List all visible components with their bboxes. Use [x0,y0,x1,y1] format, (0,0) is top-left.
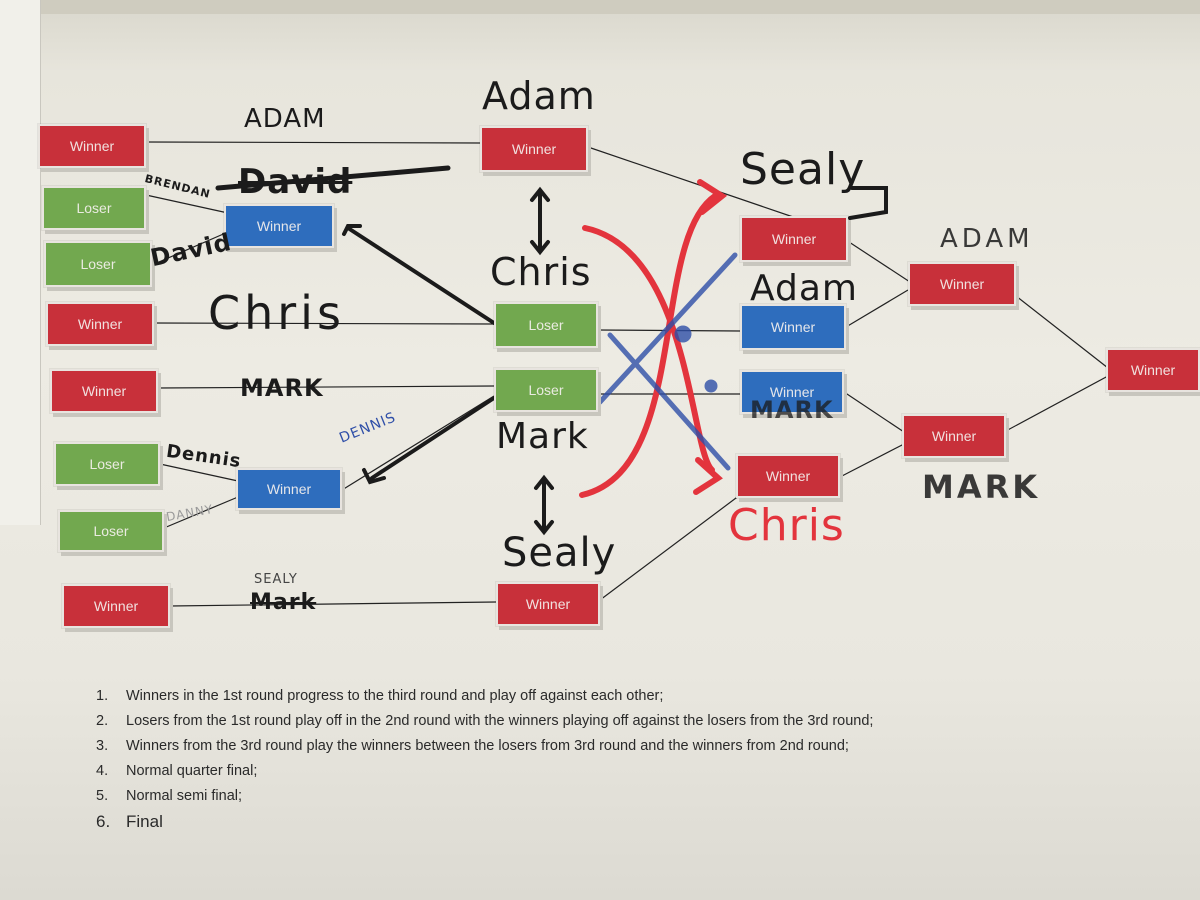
r4-winner-4: Winner [736,454,840,498]
hw-mark: MARK [240,374,324,402]
r1-winner-2: Winner [46,302,154,346]
hw-sealy-r3: Sealy [502,530,617,576]
r3-loser-1: Loser [494,302,598,348]
sf-winner-2: Winner [902,414,1006,458]
r2-winner-2: Winner [236,468,342,510]
paper-edge-behind [0,0,41,525]
printed-connectors [145,141,1109,607]
hw-r1-top: ADAM [244,104,326,134]
hw-mark-sf: MARK [922,468,1041,506]
r4-winner-2: Winner [740,304,846,350]
rule-item: 3.Winners from the 3rd round play the wi… [96,738,849,754]
hw-chris: Chris [208,286,345,340]
hw-chris-r3: Chris [490,250,592,294]
r2-winner-1: Winner [224,204,334,248]
r4-winner-3: Winner [740,370,844,414]
r1-loser-3: Loser [54,442,160,486]
rule-item: 4.Normal quarter final; [96,763,258,779]
blue-cross-marks [597,252,738,471]
final-winner: Winner [1106,348,1200,392]
r4-winner-1: Winner [740,216,848,262]
r1-winner-4: Winner [62,584,170,628]
rule-item: 2.Losers from the 1st round play off in … [96,713,874,729]
hw-adam: Adam [482,74,596,118]
hw-struck-name: Mark [250,590,317,615]
r3-winner-2: Winner [496,582,600,626]
r1-loser-1: Loser [42,186,146,230]
r3-loser-2: Loser [494,368,598,412]
paper-top-edge [0,0,1200,14]
sf-winner-1: Winner [908,262,1016,306]
hw-mark-qf: MARK [750,396,834,424]
hw-chris-qf: Chris [728,500,845,551]
r3-winner-1: Winner [480,126,588,172]
rule-item: 1.Winners in the 1st round progress to t… [96,688,664,704]
r1-loser-2: Loser [44,241,152,287]
r1-loser-4: Loser [58,510,164,552]
red-swap-arrows [579,179,728,498]
hw-mark-r3: Mark [496,416,589,457]
hw-adam-qf: Adam [750,268,858,309]
rule-item: 5.Normal semi final; [96,788,243,804]
hw-sealy-small: SEALY [254,572,298,587]
hw-adam-sf: ADAM [940,224,1034,254]
r1-winner-1: Winner [38,124,146,168]
rules-list: 1.Winners in the 1st round progress to t… [96,684,873,837]
hw-r1-struck: David [238,162,353,202]
hw-sealy-qf: Sealy [740,144,866,195]
r1-winner-3: Winner [50,369,158,413]
rule-item-final: 6.Final [96,812,163,831]
black-marker-arrows [215,165,888,536]
